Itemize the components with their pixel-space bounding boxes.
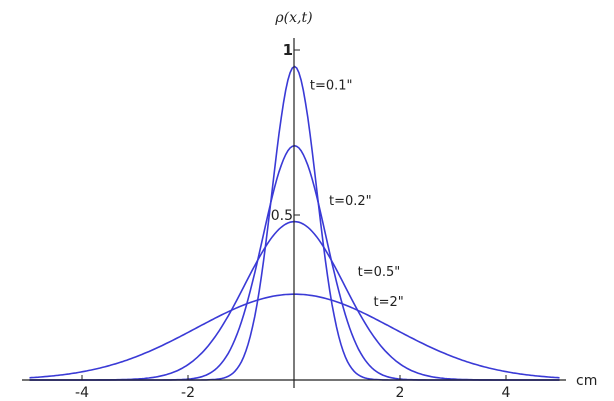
x-tick-label: 2 — [396, 385, 405, 401]
curve-label: t=0.2" — [329, 194, 372, 209]
x-tick-label: -4 — [75, 385, 89, 401]
y-axis-title: ρ(x,t) — [274, 10, 312, 26]
y-tick-label: 1 — [283, 41, 293, 59]
x-axis-title: cm — [576, 373, 597, 389]
curve-labels: t=0.1" t=0.2" t=0.5" t=2" — [310, 79, 404, 310]
curve-label: t=0.1" — [310, 79, 353, 94]
curve-label: t=2" — [374, 295, 404, 310]
y-ticks: 0.51 — [271, 41, 300, 224]
curve-label: t=0.5" — [358, 265, 401, 280]
x-ticks: -4 -2 2 4 — [75, 375, 511, 401]
x-tick-label: 4 — [502, 385, 511, 401]
y-tick-label: 0.5 — [271, 208, 293, 224]
x-tick-label: -2 — [181, 385, 195, 401]
